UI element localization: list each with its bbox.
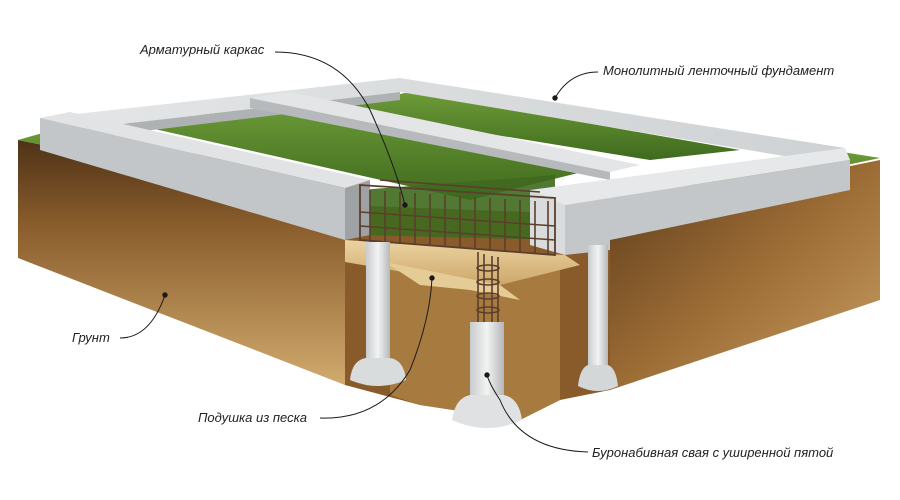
rebar-cage bbox=[359, 179, 556, 330]
leader-lines bbox=[119, 51, 599, 453]
label-soil: Грунт bbox=[72, 330, 110, 345]
leader-soil bbox=[119, 294, 166, 339]
leader-sand-cushion bbox=[319, 277, 433, 419]
bored-piles bbox=[350, 242, 618, 428]
sand-cushion bbox=[345, 240, 580, 300]
label-bored-pile: Буронабивная свая с уширенной пятой bbox=[592, 445, 834, 460]
label-sand-cushion: Подушка из песка bbox=[198, 410, 307, 425]
label-rebar-cage: Арматурный каркас bbox=[140, 42, 265, 57]
leader-rebar-cage bbox=[274, 51, 406, 206]
leader-bored-pile bbox=[486, 374, 589, 453]
strip-foundation bbox=[40, 78, 850, 255]
leader-strip-foundation bbox=[554, 71, 599, 99]
label-strip-foundation: Монолитный ленточный фундамент bbox=[603, 63, 835, 78]
